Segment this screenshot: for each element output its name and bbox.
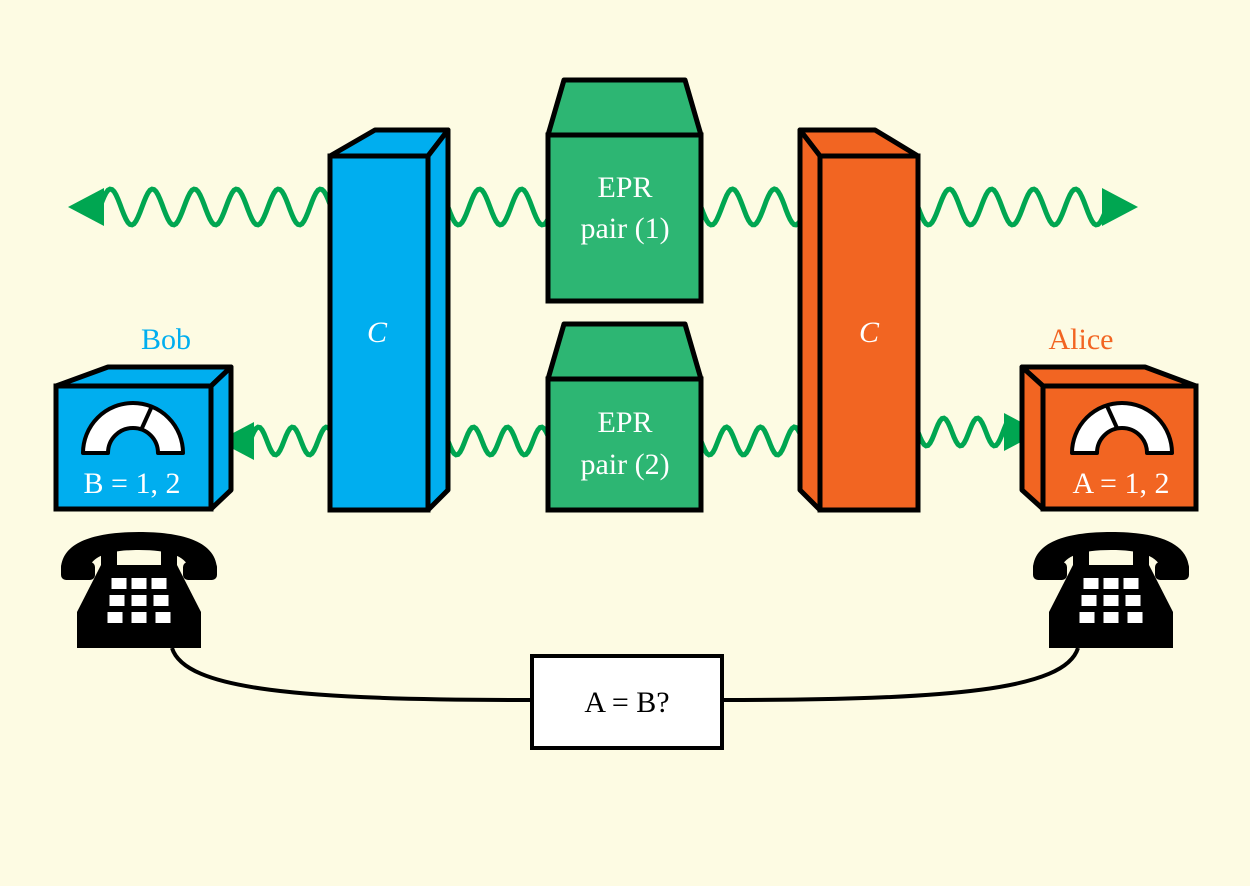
left-c-box: C	[327, 127, 451, 513]
epr-pair-1-line1: EPR	[597, 171, 652, 204]
telephone-icon	[61, 532, 217, 648]
epr-pair-2-box: EPR pair (2)	[545, 321, 704, 513]
bob-detector: B = 1, 2	[53, 364, 234, 512]
gauge-icon	[81, 401, 185, 455]
left-c-label: C	[367, 316, 388, 349]
wave-bottom-right	[915, 415, 1011, 449]
phone-cable	[170, 647, 1080, 702]
epr-pair-2-line2: pair (2)	[580, 448, 669, 481]
wave-top-middle-left	[445, 186, 551, 228]
alice-detector: A = 1, 2	[1019, 364, 1199, 512]
telephone-icon	[1033, 532, 1189, 648]
wave-top-middle-right	[698, 186, 802, 228]
right-c-box: C	[797, 127, 921, 513]
wave-bottom-middle-right	[698, 424, 803, 458]
gauge-icon	[1070, 401, 1174, 455]
compare-box: A = B?	[530, 654, 724, 750]
epr-pair-1-box: EPR pair (1)	[545, 77, 704, 304]
alice-label: Alice	[1049, 323, 1114, 356]
wave-bottom-middle-left	[445, 424, 551, 458]
epr-pair-2-line1: EPR	[597, 406, 652, 439]
wave-top-left	[97, 186, 333, 228]
arrowhead-icon	[218, 422, 254, 460]
alice-value: A = 1, 2	[1073, 467, 1170, 500]
compare-label: A = B?	[584, 686, 669, 719]
wave-top-right	[915, 186, 1109, 228]
wave-bottom-left	[247, 424, 332, 458]
arrowhead-icon	[1102, 188, 1138, 226]
arrowhead-icon	[68, 188, 104, 226]
right-c-label: C	[859, 316, 880, 349]
epr-pair-1-line2: pair (1)	[580, 212, 669, 245]
bob-label: Bob	[141, 323, 191, 356]
bob-value: B = 1, 2	[84, 467, 181, 500]
